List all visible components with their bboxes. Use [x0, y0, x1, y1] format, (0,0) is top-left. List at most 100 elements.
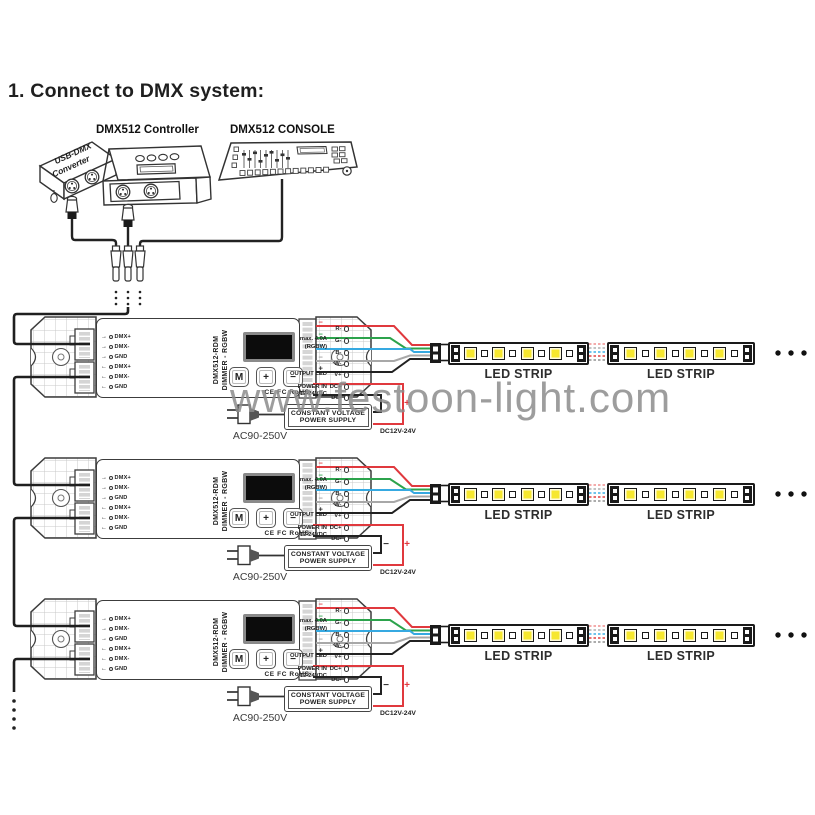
page-title: 1. Connect to DMX system: — [8, 80, 265, 102]
dmx512-controller-label: DMX512 Controller — [96, 124, 199, 136]
dmx-in-row: →GND — [101, 494, 153, 502]
dmx-in-row: →DMX+ — [101, 474, 153, 482]
led-chip — [713, 488, 727, 501]
mode-button: M — [229, 508, 249, 528]
terminal-pin-icon — [343, 513, 349, 519]
power-in-label: 12-24VDC — [299, 532, 327, 538]
terminal-pin-icon — [343, 479, 349, 485]
led-chip — [520, 488, 534, 501]
dmx-label: DMX- — [114, 656, 130, 662]
arrow-in-icon: → — [101, 354, 107, 360]
terminal-pin-icon — [343, 666, 349, 672]
led-strip-label: LED STRIP — [647, 508, 715, 522]
strip-end-cap — [610, 486, 619, 503]
led-chip — [548, 629, 562, 642]
dmx512-console — [217, 141, 358, 181]
terminal-pin-icon — [108, 626, 113, 632]
led-strip-label: LED STRIP — [484, 649, 553, 663]
strip-end-cap — [742, 627, 752, 644]
converter-xlr-male-plug — [65, 195, 79, 220]
controller-button — [146, 154, 157, 162]
terminal-pin-icon — [108, 334, 113, 340]
dmx-in-row: →DMX- — [101, 625, 153, 633]
terminal-row: G- — [293, 478, 349, 486]
terminal-row: V+ — [293, 653, 349, 661]
terminal-pin-icon — [343, 643, 349, 649]
led-chip — [548, 488, 562, 501]
resistor-pad — [731, 491, 738, 498]
console-keypad — [331, 146, 348, 164]
output-rating: max. 4.0A — [299, 336, 327, 342]
resistor-pad — [537, 491, 545, 498]
terminal-pin-icon — [108, 616, 113, 622]
dmx-in-row: →DMX+ — [101, 333, 153, 341]
resistor-pad — [731, 632, 738, 639]
strip-end-cap — [610, 345, 619, 362]
terminal-pin-icon — [108, 495, 113, 501]
led-chip — [683, 488, 697, 501]
dmx-label: GND — [114, 666, 128, 672]
led-chip — [653, 347, 667, 360]
led-chip — [713, 629, 727, 642]
terminal-row: B- — [293, 490, 349, 498]
terminal-pin-icon — [343, 467, 349, 473]
controller-button — [135, 154, 145, 163]
minus-button: − — [283, 367, 303, 387]
led-strip — [448, 342, 589, 365]
console-buttons-row — [239, 166, 330, 176]
strip-end-cap — [451, 627, 460, 644]
power-in-label: POWER IN — [297, 384, 327, 390]
led-chip — [683, 347, 697, 360]
led-strip-label: LED STRIP — [484, 367, 553, 381]
led-chip — [520, 347, 534, 360]
terminal-pin-icon — [108, 525, 113, 531]
console-dmx-cable — [138, 179, 284, 246]
terminal-pin-icon — [108, 354, 113, 360]
ac-input-label: AC90-250V — [232, 712, 288, 724]
dmx-female-plug-1 — [110, 245, 122, 282]
terminal-pin-icon — [108, 344, 113, 350]
led-chip — [683, 629, 697, 642]
dmx-label: DMX+ — [114, 505, 131, 511]
led-chip — [464, 488, 478, 501]
dmx512-controller — [102, 145, 212, 206]
strip-end-cap — [451, 345, 460, 362]
terminal-row: DC+ — [293, 524, 349, 532]
output-led-label: OUTPUT LED — [289, 512, 327, 518]
ac-input-label: AC90-250V — [232, 430, 288, 442]
resistor-pad — [509, 491, 517, 498]
lcd-display — [243, 614, 295, 644]
decoder-body: →DMX+ →DMX- →GND ←DMX+ ←DMX- ←GND DMX512… — [96, 600, 349, 683]
led-strip-label: LED STRIP — [647, 367, 715, 381]
certification-marks: CE FC RoHS — [264, 671, 310, 678]
watermark: www.festoon-light.com — [230, 374, 672, 421]
terminal-pin-icon — [343, 632, 349, 638]
resistor-pad — [671, 491, 679, 498]
strip-end-cap — [610, 627, 619, 644]
dmx-label: DMX+ — [114, 646, 131, 652]
dmx-out-row: ←GND — [101, 665, 153, 673]
terminal-row: W- — [293, 642, 349, 650]
arrow-out-icon: ← — [101, 525, 107, 531]
terminal-pin-icon — [343, 338, 349, 344]
plus-button: + — [256, 649, 276, 669]
led-chip — [492, 488, 506, 501]
arrow-in-icon: → — [101, 344, 107, 350]
resistor-pad — [701, 632, 709, 639]
terminal-row: DC- — [293, 394, 349, 402]
decoder-body: →DMX+ →DMX- →GND ←DMX+ ←DMX- ←GND DMX512… — [96, 318, 349, 401]
arrow-in-icon: → — [101, 485, 107, 491]
terminal-row: R- — [293, 607, 349, 615]
dmx-out-row: ←GND — [101, 383, 153, 391]
terminal-pin-icon — [343, 525, 349, 531]
terminal-row: DC- — [293, 535, 349, 543]
output-rating: max. 4.0A — [299, 477, 327, 483]
resistor-pad — [509, 350, 517, 357]
arrow-out-icon: ← — [101, 374, 107, 380]
dmx-out-row: ←DMX+ — [101, 504, 153, 512]
resistor-pad — [641, 632, 649, 639]
dmx-label: GND — [114, 384, 128, 390]
dmx-in-row: →DMX- — [101, 484, 153, 492]
